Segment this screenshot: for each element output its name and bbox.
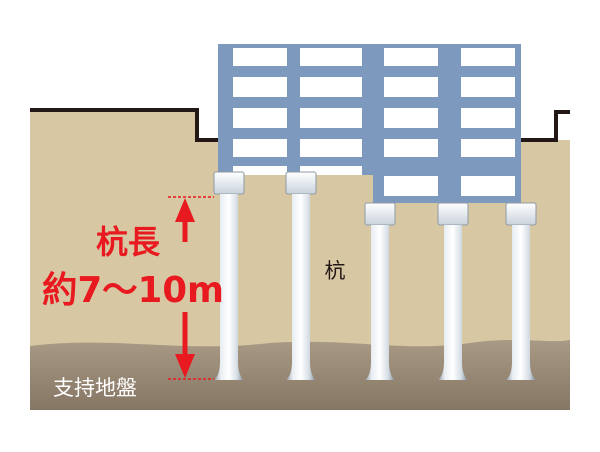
bearing-layer-label: 支持地盤 <box>53 376 137 400</box>
pile <box>285 171 317 380</box>
ground-line <box>30 108 570 142</box>
pile-length-value: 約7〜10m <box>42 270 224 311</box>
pile <box>437 202 469 380</box>
pile <box>364 202 396 380</box>
pile-label: 杭 <box>325 259 346 283</box>
pile-length-title: 杭長 <box>96 223 161 261</box>
building-frame <box>218 44 521 203</box>
double-headed-arrow-icon <box>175 198 195 378</box>
pile <box>213 171 245 380</box>
pile <box>505 202 537 380</box>
pile-group <box>213 171 537 380</box>
